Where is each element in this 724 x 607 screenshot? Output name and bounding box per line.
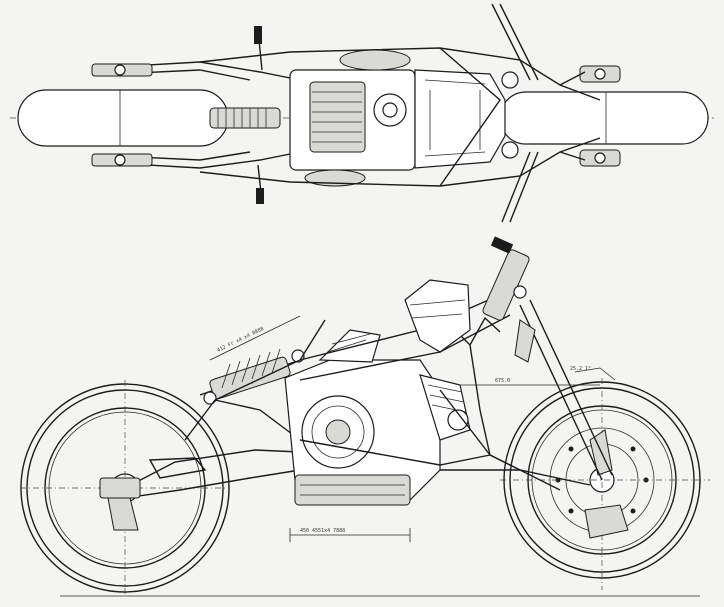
- brake-caliper: [584, 504, 629, 539]
- top-view: [10, 3, 714, 223]
- dim-swingarm: [209, 315, 301, 361]
- dim-engine-label: 450 4551x4 7888: [300, 528, 345, 534]
- front-wheel: [500, 378, 710, 590]
- steering-head: [482, 236, 613, 481]
- rear-tyre-top: [17, 89, 229, 147]
- swingarm-side: [124, 449, 301, 489]
- dim-steering-label: 25.2 1°: [570, 366, 591, 372]
- rear-caliper-bracket: [107, 497, 139, 531]
- tank-top: [414, 69, 506, 169]
- rear-cylinder: [318, 329, 381, 363]
- rear-shock-top: [209, 107, 281, 129]
- airbox-top: [339, 49, 411, 71]
- dim-frame-label: 675.0: [495, 378, 510, 384]
- handlebar-right: [501, 151, 531, 223]
- handlebar-left: [491, 3, 531, 81]
- dim-swingarm-label: 412 Fr x4 x4 8888: [216, 326, 265, 354]
- side-view: 412 Fr x4 x4 8888 675.0 25.2 1° 450 4551…: [20, 236, 710, 597]
- front-tyre-top: [499, 91, 709, 145]
